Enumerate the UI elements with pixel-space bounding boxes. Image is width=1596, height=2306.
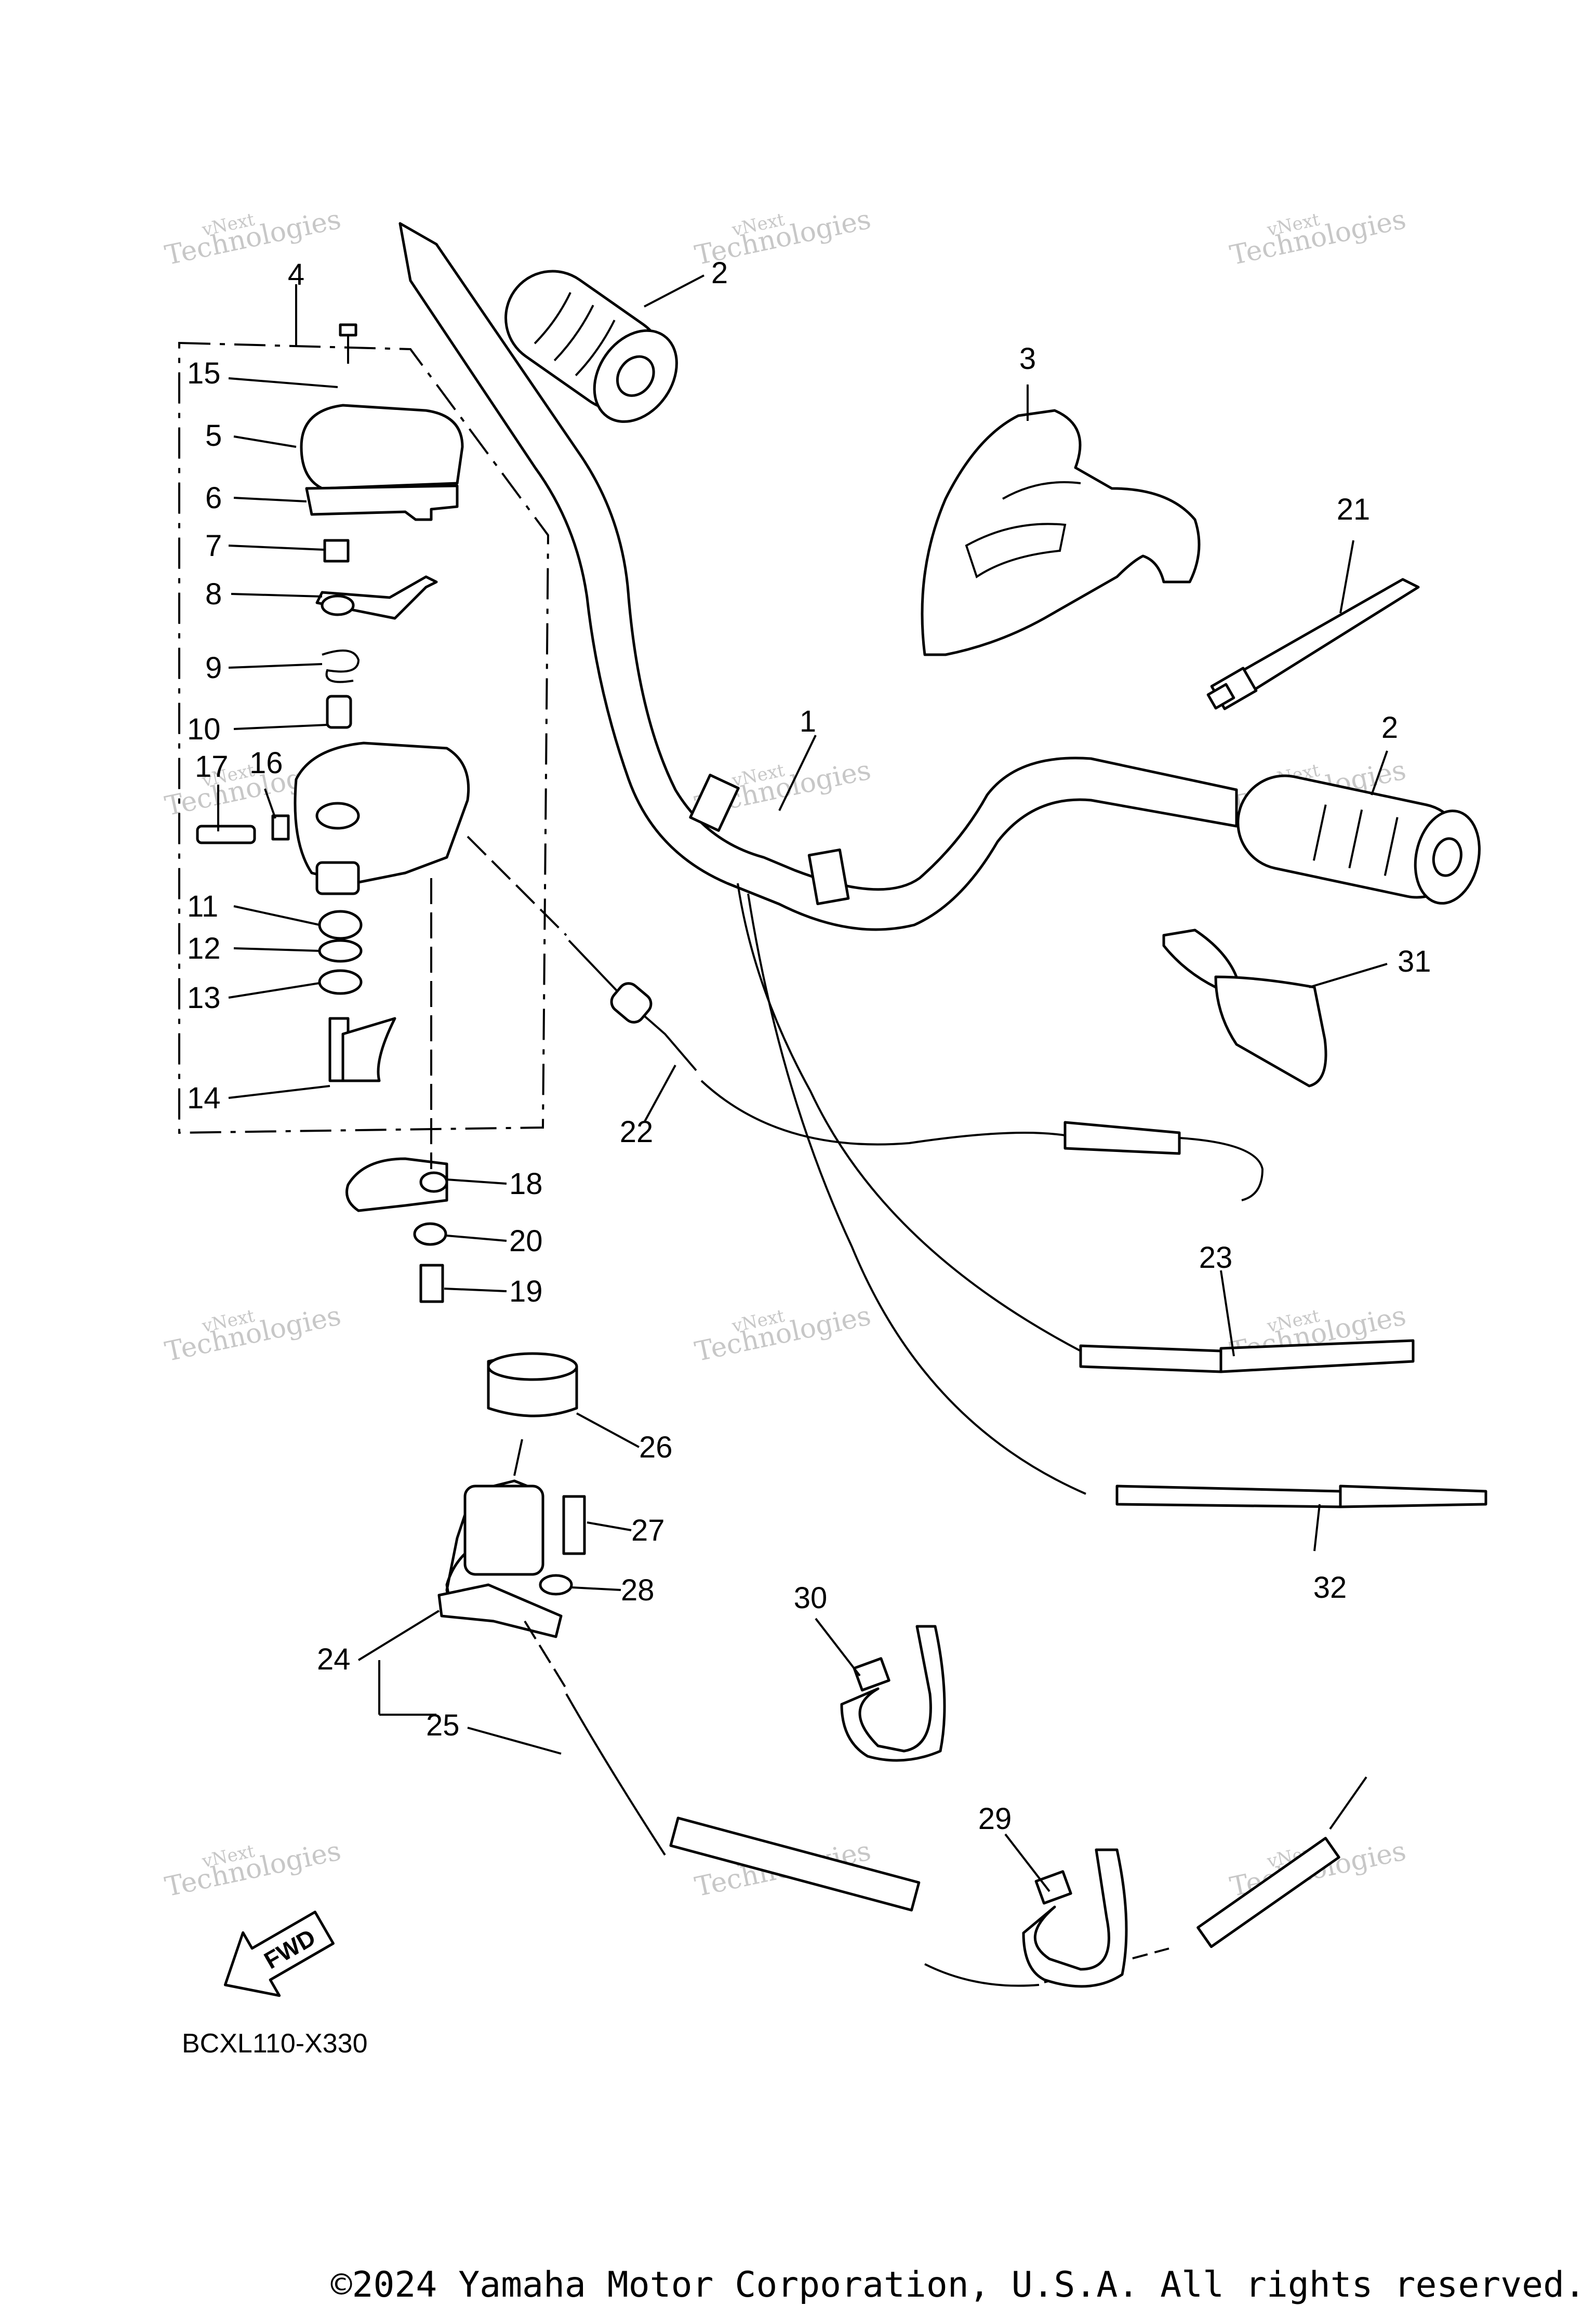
callout-22: 22 <box>620 1115 654 1149</box>
callout-13: 13 <box>187 981 221 1015</box>
callout-9: 9 <box>205 651 222 685</box>
knurl-band <box>807 849 850 905</box>
callout-3: 3 <box>1019 342 1036 376</box>
callout-17: 17 <box>195 750 229 784</box>
callout-30: 30 <box>794 1581 828 1615</box>
callout-10: 10 <box>187 712 221 746</box>
callout-14: 14 <box>187 1081 221 1115</box>
callouts: 1 2 2 3 4 5 6 7 8 9 10 11 12 13 14 15 16… <box>187 256 1431 1836</box>
leader-lines <box>217 274 1388 1892</box>
watermark: vNext Technologies <box>162 1300 343 1368</box>
callout-15: 15 <box>187 356 221 390</box>
grip-right <box>1236 774 1481 905</box>
choke-boot <box>1162 929 1327 1088</box>
forward-arrow-icon: FWD <box>223 1911 335 1997</box>
cable-tie <box>1206 578 1420 710</box>
callout-7: 7 <box>205 529 222 563</box>
switch-assembly-box <box>178 341 550 1134</box>
knurl-band <box>689 774 740 832</box>
handlebar <box>398 222 1238 931</box>
callout-26: 26 <box>639 1430 673 1464</box>
callout-11: 11 <box>187 890 218 923</box>
callout-29: 29 <box>978 1802 1012 1836</box>
callout-25: 25 <box>426 1708 460 1742</box>
handlebar-cover <box>921 409 1201 656</box>
cable-23 <box>737 883 1415 1373</box>
callout-24: 24 <box>317 1642 351 1676</box>
clamp-29 <box>1022 1848 1128 1988</box>
callout-12: 12 <box>187 932 221 965</box>
callout-21: 21 <box>1337 493 1371 526</box>
callout-4: 4 <box>288 258 304 291</box>
cable-32 <box>747 893 1487 1508</box>
callout-1: 1 <box>800 705 816 738</box>
watermark: vNext Technologies <box>162 1835 343 1903</box>
callout-8: 8 <box>205 577 222 611</box>
callout-2-right: 2 <box>1381 711 1398 745</box>
callout-31: 31 <box>1398 945 1431 978</box>
watermark: vNext Technologies <box>162 204 343 271</box>
grip-left <box>504 270 678 423</box>
callout-28: 28 <box>621 1573 655 1607</box>
lower-assembly <box>437 1352 586 1638</box>
callout-18: 18 <box>509 1167 543 1201</box>
callout-5: 5 <box>205 419 222 453</box>
clamp-parts <box>345 878 448 1303</box>
callout-32: 32 <box>1313 1571 1347 1605</box>
clamp-30 <box>840 1625 946 1762</box>
callout-19: 19 <box>509 1275 543 1308</box>
callout-6: 6 <box>205 481 222 515</box>
callout-27: 27 <box>631 1514 665 1547</box>
copyright-notice: ©2024 Yamaha Motor Corporation, U.S.A. A… <box>331 2264 1586 2305</box>
callout-2-left: 2 <box>711 256 728 290</box>
throttle-cable <box>467 836 1264 1201</box>
callout-20: 20 <box>509 1224 543 1258</box>
watermark: vNext Technologies <box>692 1300 873 1368</box>
lower-cable <box>524 1620 1367 1987</box>
watermark: vNext Technologies <box>1227 204 1408 271</box>
callout-23: 23 <box>1199 1241 1233 1275</box>
drawing-code: BCXL110-X330 <box>182 2029 368 2059</box>
callout-16: 16 <box>249 746 283 780</box>
